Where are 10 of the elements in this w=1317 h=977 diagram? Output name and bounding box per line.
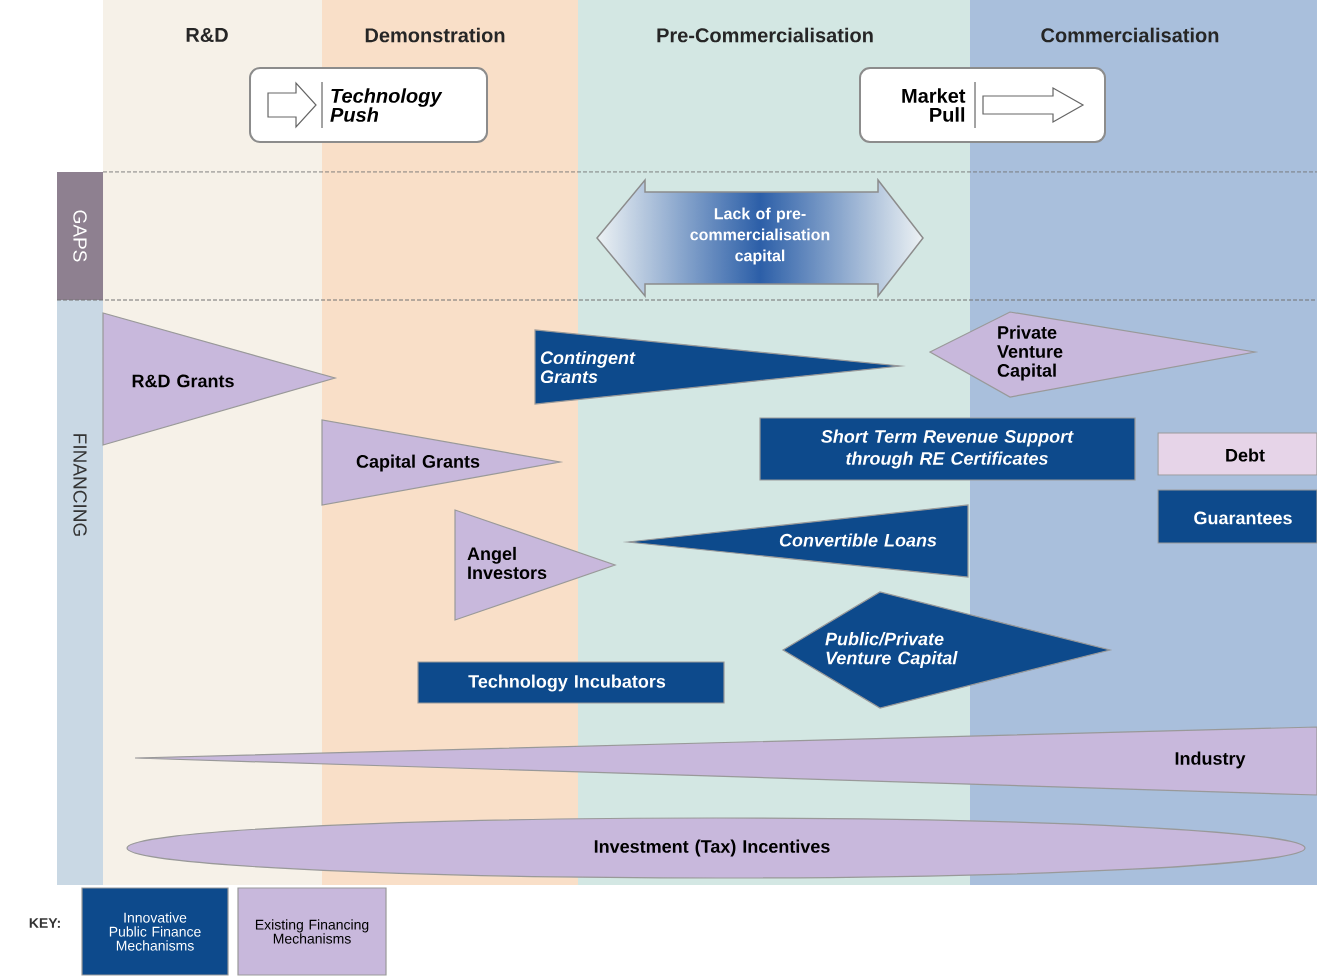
side-band: GAPS	[57, 172, 103, 300]
mechanism-box: Short Term Revenue Support through RE Certificates	[759, 417, 1136, 481]
mechanism-box: Debt	[1157, 432, 1317, 476]
market-pull-box: Market Pull	[859, 67, 1106, 143]
key-label: KEY:	[29, 918, 60, 928]
side-band: FINANCING	[57, 300, 103, 885]
mechanism-triangle: Industry	[134, 726, 1317, 796]
mechanism-box: Technology Incubators	[417, 661, 725, 704]
technology-push-box: Technology Push	[249, 67, 488, 143]
mechanism-box: Guarantees	[1157, 489, 1317, 544]
